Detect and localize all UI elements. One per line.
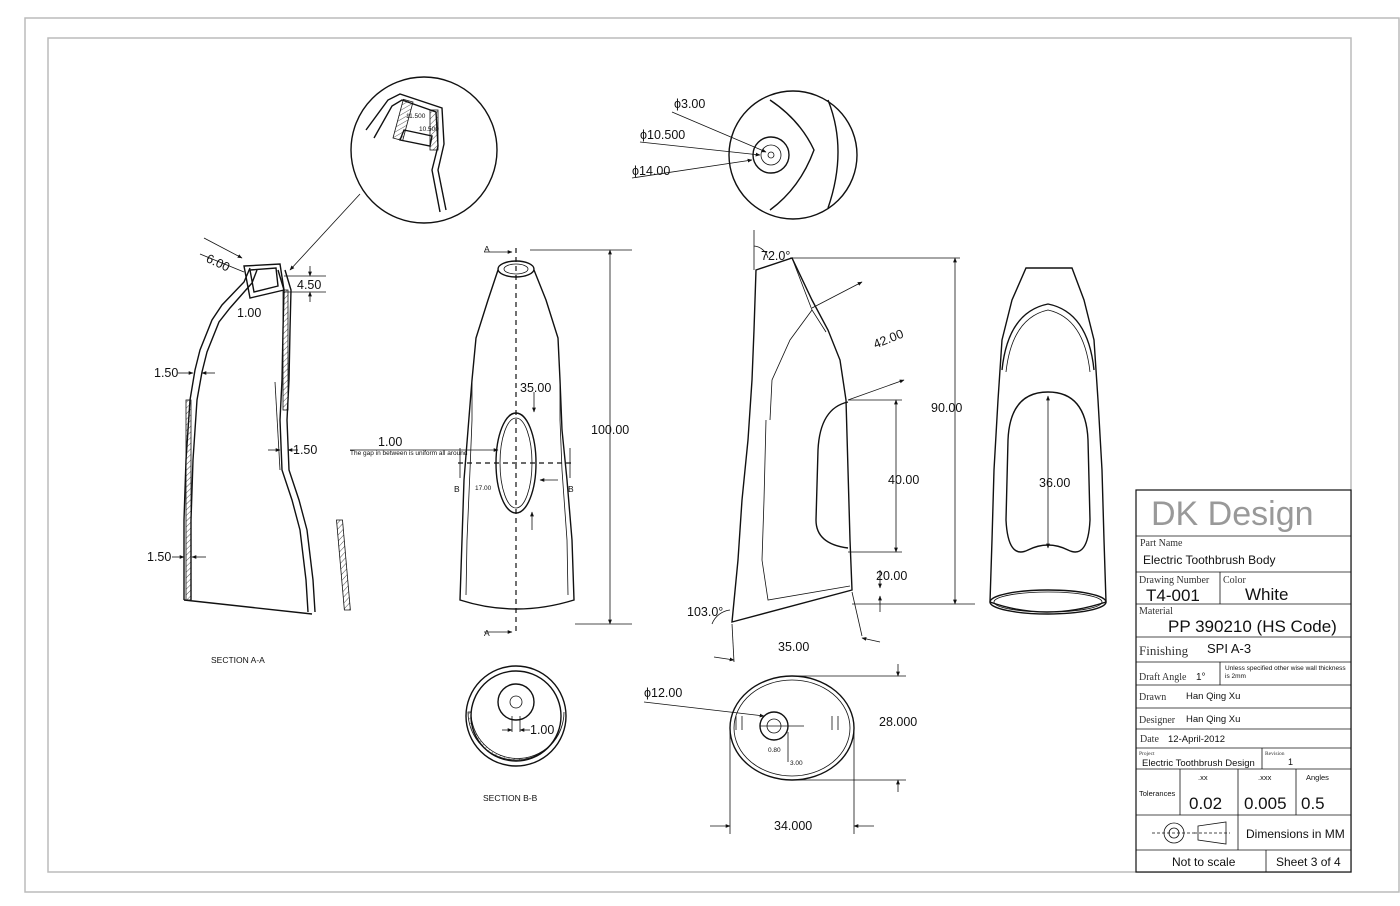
units-note: Dimensions in MM	[1246, 827, 1345, 841]
projection-symbol-icon	[1152, 821, 1230, 845]
finishing-value: SPI A-3	[1207, 641, 1251, 656]
part-name-label: Part Name	[1140, 538, 1183, 549]
detail-inner-lower: 10.500	[419, 126, 439, 133]
dim-window-height: 17.00	[475, 485, 492, 492]
designer-value: Han Qing Xu	[1186, 714, 1240, 725]
designer-label: Designer	[1139, 715, 1176, 726]
dim-a-wall-lower: 1.50	[147, 550, 171, 564]
draft-angle-label: Draft Angle	[1139, 672, 1187, 683]
material-label: Material	[1139, 606, 1173, 617]
dim-top-d2: ϕ10.500	[640, 128, 685, 142]
dim-side-window: 40.00	[888, 473, 919, 487]
detail-inner-top: 11.500	[406, 113, 426, 120]
wall-thickness-note: Unless specified other wise wall thickne…	[1225, 665, 1346, 680]
dim-front-height: 100.00	[591, 423, 629, 437]
dim-a-wall-mid: 1.50	[293, 443, 317, 457]
title-block: DK Design Part Name Electric Toothbrush …	[1135, 489, 1352, 873]
dim-side-length: 42.00	[871, 327, 905, 352]
dim-side-base: 35.00	[778, 640, 809, 654]
date-label: Date	[1140, 734, 1159, 745]
dim-side-bottom: 20.00	[876, 569, 907, 583]
drawn-label: Drawn	[1139, 692, 1166, 703]
color-value: White	[1245, 585, 1288, 604]
dim-top-d3: ϕ14.00	[632, 164, 670, 178]
tolerances-label: Tolerances	[1139, 789, 1176, 798]
dim-a-top-width: 6.00	[204, 251, 232, 274]
back-view: 36.00	[989, 267, 1107, 615]
bottom-view: ϕ12.00 0.80 3.00 28.000 34.000	[643, 664, 917, 834]
front-view: A A B B 100.00 35.00 1.00 The gap in bet…	[350, 244, 632, 638]
dim-back-window: 36.00	[1039, 476, 1070, 490]
revision-value: 1	[1288, 757, 1293, 767]
dim-bottom-diameter: ϕ12.00	[644, 686, 682, 700]
finishing-label: Finishing	[1139, 643, 1189, 658]
dim-side-height: 90.00	[931, 401, 962, 415]
cut-a-bottom: A	[484, 628, 490, 638]
dim-window-width: 35.00	[520, 381, 551, 395]
dim-bottom-small1: 0.80	[768, 747, 781, 754]
dim-a-lip: 1.00	[237, 306, 261, 320]
tolerance-header-xx: .xx	[1198, 773, 1208, 782]
material-value: PP 390210 (HS Code)	[1168, 617, 1337, 636]
sheet-number: Sheet 3 of 4	[1276, 855, 1341, 869]
dim-side-angle-top: 72.0°	[761, 249, 790, 263]
section-b-b-title: SECTION B-B	[483, 793, 538, 803]
dim-top-d1: ϕ3.00	[674, 97, 705, 111]
company-name: DK Design	[1151, 495, 1314, 533]
gap-note: The gap in between is uniform all around	[350, 450, 468, 457]
draft-angle-value: 1°	[1196, 672, 1206, 683]
date-value: 12-April-2012	[1168, 734, 1225, 745]
inner-border	[47, 37, 1352, 873]
dim-bottom-small2: 3.00	[790, 760, 803, 767]
outer-border	[24, 17, 1400, 893]
top-view: ϕ3.00 ϕ10.500 ϕ14.00	[631, 90, 858, 220]
side-view: 72.0° 90.00 42.00 40.00 20.00 103.0° 35.…	[687, 230, 975, 663]
revision-label: Revision	[1265, 751, 1285, 757]
dim-side-angle-bottom: 103.0°	[687, 605, 723, 619]
dim-bottom-height: 28.000	[879, 715, 917, 729]
dim-b-wall: 1.00	[530, 723, 554, 737]
dim-bottom-width: 34.000	[774, 819, 812, 833]
project-label: Project	[1139, 751, 1155, 757]
color-label: Color	[1223, 575, 1246, 586]
section-a-a-title: SECTION A-A	[211, 655, 265, 665]
tolerance-header-angles: Angles	[1306, 773, 1329, 782]
drawing-number-value: T4-001	[1146, 586, 1200, 605]
tolerance-xx-value: 0.02	[1189, 794, 1222, 813]
cut-a-top: A	[484, 244, 490, 254]
dim-a-top-height: 4.50	[297, 278, 321, 292]
tolerance-angles-value: 0.5	[1301, 794, 1325, 813]
dim-gap: 1.00	[378, 435, 402, 449]
scale-note: Not to scale	[1172, 855, 1236, 869]
part-name-value: Electric Toothbrush Body	[1143, 553, 1276, 567]
drawn-value: Han Qing Xu	[1186, 691, 1240, 702]
tolerance-xxx-value: 0.005	[1244, 794, 1287, 813]
cut-b-left: B	[454, 484, 460, 494]
dim-a-wall-upper: 1.50	[154, 366, 178, 380]
cut-b-right: B	[568, 484, 574, 494]
tolerance-header-xxx: .xxx	[1258, 773, 1272, 782]
section-a-a-view: 6.00 4.50 1.00 1.50 1.50 1.50 SECTION A-…	[147, 237, 351, 665]
detail-view: 11.500 10.500	[289, 76, 498, 271]
drawing-number-label: Drawing Number	[1139, 575, 1210, 586]
project-value: Electric Toothbrush Design	[1142, 758, 1255, 769]
section-b-b-view: 1.00 SECTION B-B	[465, 665, 567, 803]
